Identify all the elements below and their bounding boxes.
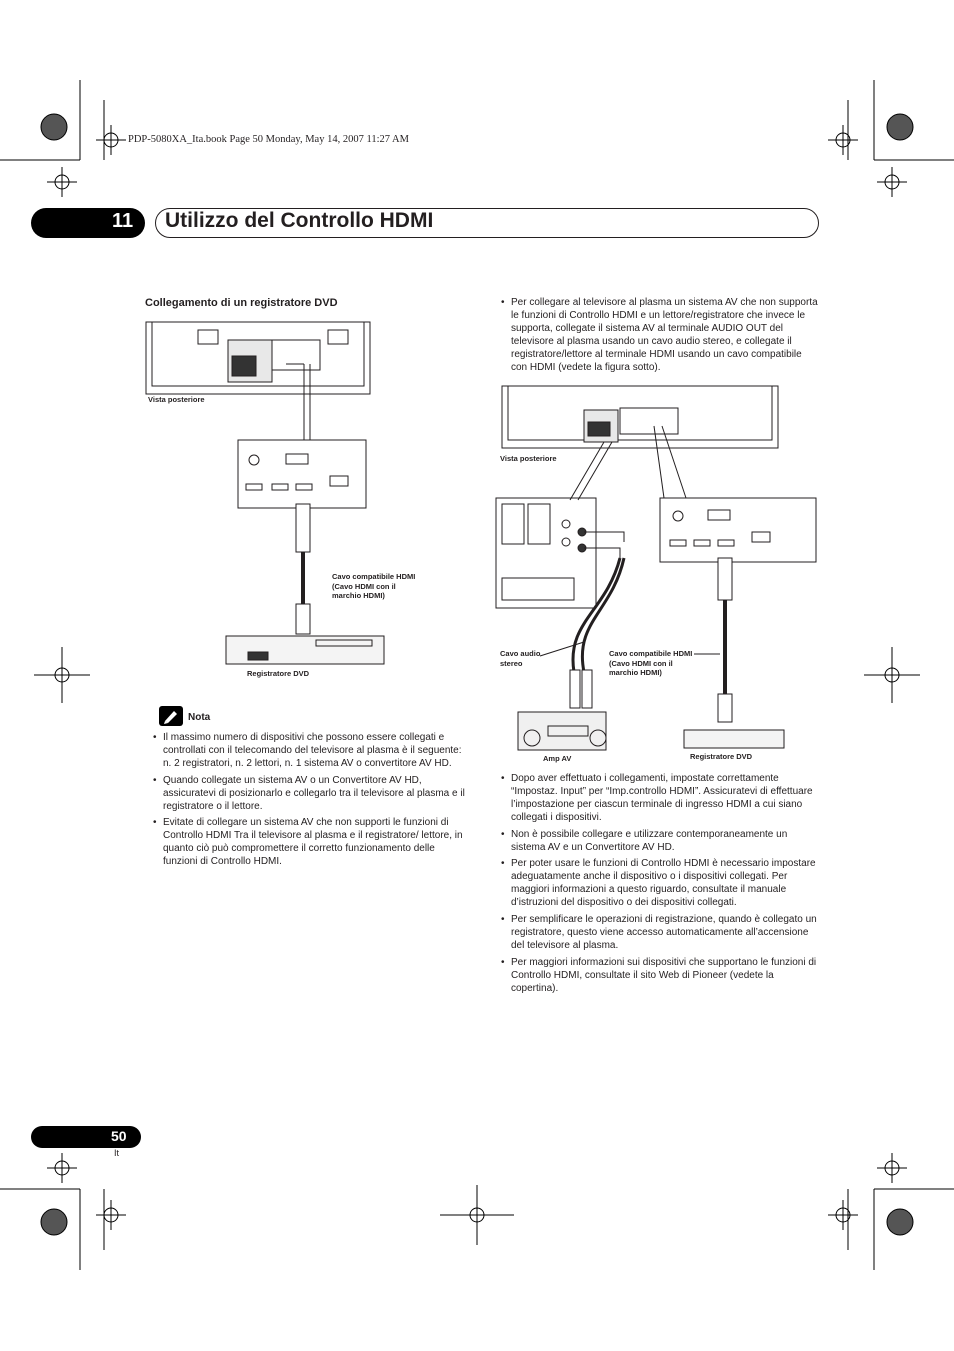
note-item: Quando collegate un sistema AV o un Conv…	[153, 775, 471, 814]
chapter-number-badge	[31, 208, 145, 238]
note-icon	[159, 706, 183, 726]
intro-list: Per collegare al televisore al plasma un…	[501, 297, 819, 378]
hdmi-plug-top	[717, 557, 733, 601]
left-connection-diagram	[145, 321, 385, 665]
note-title: Nota	[188, 712, 211, 723]
note-item: Il massimo numero di dispositivi che pos…	[153, 732, 471, 771]
tv-rear-panel	[501, 385, 779, 449]
dvd-recorder-label: Registratore DVD	[247, 669, 310, 678]
hdmi-terminal-closeup	[659, 497, 817, 563]
file-info: PDP-5080XA_Ita.book Page 50 Monday, May …	[128, 134, 409, 145]
info-item: Per maggiori informazioni sui dispositiv…	[501, 957, 819, 996]
right-connection-diagram	[495, 385, 817, 751]
language-code: It	[114, 1148, 120, 1158]
info-item: Per poter usare le funzioni di Controllo…	[501, 858, 819, 910]
info-item: Dopo aver effettuato i collegamenti, imp…	[501, 773, 819, 825]
note-item: Evitate di collegare un sistema AV che n…	[153, 817, 471, 869]
tv-hdmi-area	[271, 339, 321, 371]
hdmi-plug-top	[295, 503, 311, 553]
hdmi-plug-bottom	[295, 603, 311, 635]
hdmi-terminal-closeup	[237, 439, 367, 509]
intro-paragraph: Per collegare al televisore al plasma un…	[501, 297, 819, 374]
info-list: Dopo aver effettuato i collegamenti, imp…	[501, 773, 819, 1000]
rca-plug-left	[569, 669, 581, 709]
chapter-title-frame	[155, 208, 819, 238]
dvd-recorder-label: Registratore DVD	[690, 752, 753, 761]
dvd-recorder-device	[683, 729, 785, 749]
rca-plug-right	[581, 669, 593, 709]
rear-view-label: Vista posteriore	[500, 454, 557, 463]
page-number-badge	[31, 1126, 141, 1148]
av-amp-label: Amp AV	[543, 754, 572, 763]
rear-view-label: Vista posteriore	[148, 395, 205, 404]
note-list: Il massimo numero di dispositivi che pos…	[153, 732, 471, 873]
chapter-number: 11	[112, 210, 134, 232]
av-amp-device	[517, 711, 607, 751]
chapter-title: Utilizzo del Controllo HDMI	[165, 209, 434, 232]
hdmi-plug-bottom	[717, 693, 733, 723]
info-item: Per semplificare le operazioni di regist…	[501, 914, 819, 953]
audio-terminal-closeup	[495, 497, 597, 609]
info-item: Non è possibile collegare e utilizzare c…	[501, 829, 819, 855]
page-number: 50	[111, 1128, 127, 1144]
section-heading: Collegamento di un registratore DVD	[145, 297, 338, 309]
